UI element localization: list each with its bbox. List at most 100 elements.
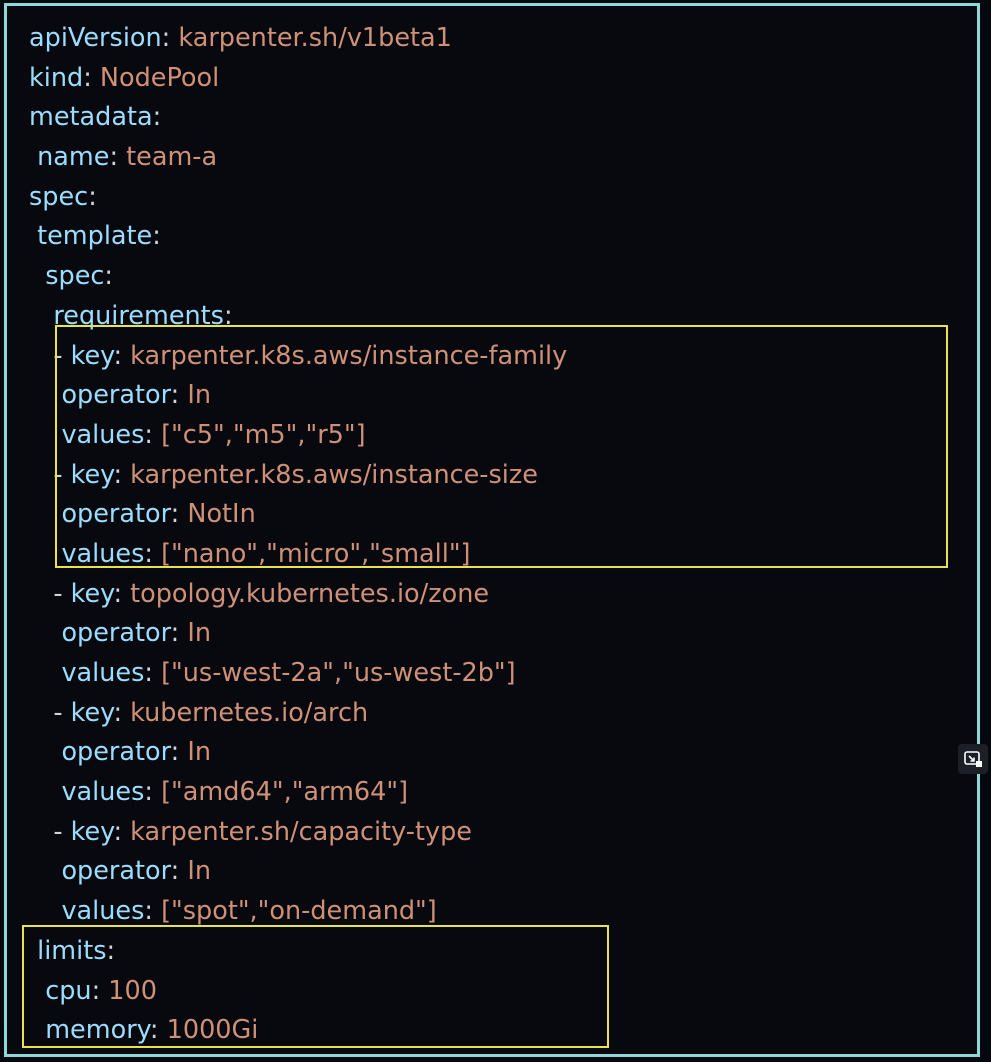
yaml-value: karpenter.k8s.aws/instance-size [130, 459, 538, 490]
exit-fullscreen-icon [964, 751, 982, 767]
colon: : [113, 578, 131, 609]
yaml-value: ["spot","on-demand"] [161, 896, 437, 927]
indent [29, 856, 61, 886]
code-line: - key: karpenter.k8s.aws/instance-size [29, 456, 567, 496]
yaml-value: 1000Gi [166, 1015, 259, 1046]
yaml-key: limits [37, 935, 107, 966]
code-line: values: ["c5","m5","r5"] [29, 416, 567, 456]
list-dash: - [53, 697, 71, 728]
yaml-key: kind [29, 62, 84, 93]
yaml-value: karpenter.sh/capacity-type [130, 816, 472, 847]
yaml-key: metadata [29, 102, 153, 133]
code-line: metadata: [29, 98, 567, 138]
indent [29, 777, 61, 807]
code-line: apiVersion: karpenter.sh/v1beta1 [29, 19, 567, 59]
list-dash: - [53, 578, 71, 609]
yaml-key: values [61, 538, 145, 569]
code-line: values: ["us-west-2a","us-west-2b"] [29, 654, 567, 694]
yaml-key: operator [61, 618, 171, 649]
indent [29, 142, 37, 172]
code-line: template: [29, 217, 567, 257]
yaml-key: values [61, 777, 145, 808]
code-line: values: ["spot","on-demand"] [29, 892, 567, 932]
yaml-value: ["us-west-2a","us-west-2b"] [161, 658, 516, 688]
indent [29, 737, 61, 767]
code-line: values: ["amd64","arm64"] [29, 773, 567, 813]
colon: : [144, 538, 162, 569]
colon: : [170, 380, 188, 411]
yaml-key: apiVersion [29, 23, 162, 53]
colon: : [144, 658, 162, 688]
code-line: - key: karpenter.k8s.aws/instance-family [29, 337, 567, 377]
yaml-value: karpenter.sh/v1beta1 [178, 23, 452, 53]
colon: : [113, 340, 131, 371]
colon: : [106, 935, 116, 966]
list-dash: - [53, 340, 71, 371]
indent [29, 698, 53, 728]
colon: : [113, 816, 131, 847]
yaml-value: ["amd64","arm64"] [161, 777, 409, 808]
code-line: operator: NotIn [29, 495, 567, 535]
code-line: operator: In [29, 733, 567, 773]
colon: : [109, 142, 127, 173]
code-line: kind: NodePool [29, 59, 567, 99]
colon: : [144, 777, 162, 808]
colon: : [152, 102, 162, 133]
yaml-key: operator [61, 737, 171, 768]
code-line: spec: [29, 257, 567, 297]
yaml-key: operator [61, 499, 171, 530]
yaml-value: team-a [126, 142, 218, 173]
colon: : [170, 856, 188, 887]
colon: : [113, 697, 131, 728]
yaml-key: key [70, 816, 114, 847]
code-line: - key: kubernetes.io/arch [29, 694, 567, 734]
indent [29, 221, 37, 251]
list-dash: - [53, 459, 71, 490]
code-line: limits: [29, 932, 567, 972]
yaml-value: karpenter.k8s.aws/instance-family [130, 340, 568, 371]
colon: : [152, 221, 161, 252]
code-line: operator: In [29, 852, 567, 892]
colon: : [223, 300, 233, 331]
yaml-value: 100 [108, 975, 157, 1006]
code-line: name: team-a [29, 138, 567, 178]
yaml-key: key [70, 459, 114, 490]
yaml-key: spec [45, 261, 105, 292]
yaml-value: ["nano","micro","small"] [161, 538, 471, 569]
yaml-key: cpu [45, 975, 92, 1006]
code-line: operator: In [29, 614, 567, 654]
colon: : [83, 62, 100, 93]
yaml-value: NotIn [187, 499, 256, 530]
yaml-key: key [70, 340, 114, 371]
code-line: spec: [29, 178, 567, 218]
code-line: memory: 1000Gi [29, 1011, 567, 1051]
yaml-key: operator [61, 856, 171, 887]
colon: : [144, 419, 162, 450]
exit-fullscreen-button[interactable] [958, 744, 988, 774]
yaml-value: In [187, 618, 212, 649]
indent [29, 341, 53, 371]
yaml-value: ["c5","m5","r5"] [161, 419, 366, 450]
colon: : [170, 737, 188, 768]
colon: : [144, 896, 162, 927]
code-line: operator: In [29, 376, 567, 416]
yaml-value: In [187, 856, 212, 887]
yaml-key: values [61, 896, 145, 927]
highlight-box-limits [22, 925, 609, 1048]
colon: : [149, 1015, 167, 1046]
colon: : [91, 975, 109, 1006]
yaml-value: topology.kubernetes.io/zone [130, 578, 490, 609]
yaml-key: memory [45, 1015, 150, 1046]
code-line: values: ["nano","micro","small"] [29, 535, 567, 575]
colon: : [170, 499, 188, 530]
indent [29, 618, 61, 648]
indent [29, 817, 53, 847]
code-line: - key: karpenter.sh/capacity-type [29, 813, 567, 853]
yaml-key: values [61, 419, 145, 450]
yaml-key: spec [29, 181, 89, 212]
yaml-key: template [37, 221, 153, 252]
code-line: - key: topology.kubernetes.io/zone [29, 575, 567, 615]
yaml-key: key [70, 578, 114, 609]
